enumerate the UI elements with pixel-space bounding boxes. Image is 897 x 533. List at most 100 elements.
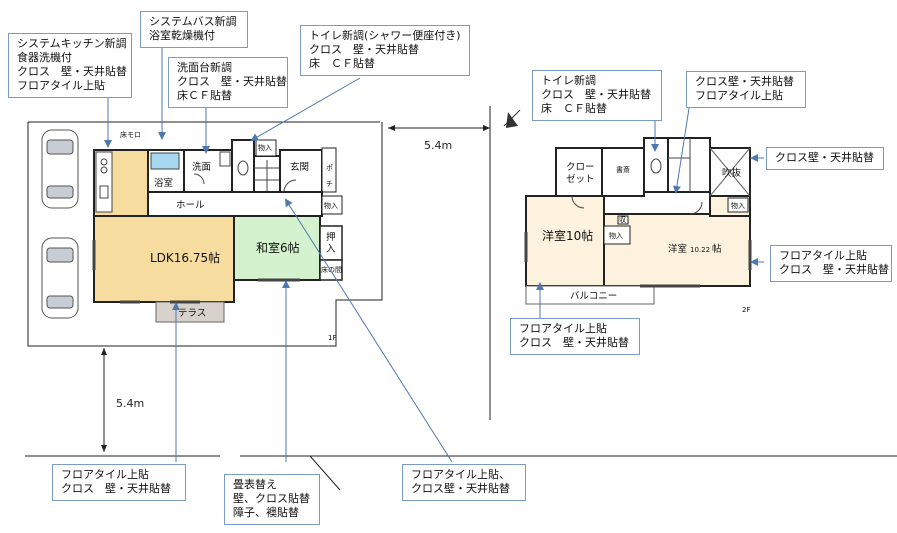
western2-label-a: 洋室: [668, 243, 687, 255]
callout-line: クロス 壁・天井貼替: [541, 88, 651, 101]
svg-text:5.4m: 5.4m: [116, 397, 144, 410]
closet-label-2: ゼット: [566, 173, 595, 185]
washitsu-floor: [233, 215, 321, 281]
balcony-label: バルコニー: [570, 291, 617, 302]
callout-western1: フロアタイル上貼 クロス 壁・天井貼替: [510, 318, 640, 355]
callout-line: トイレ新調(シャワー便座付き): [309, 29, 461, 42]
callout-hall-2f: クロス壁・天井貼替 フロアタイル上貼: [686, 71, 806, 108]
callout-bath: システムバス新調 浴室乾燥機付: [140, 11, 248, 48]
hall: [147, 191, 323, 217]
callout-hall-1f: フロアタイル上貼、 クロス壁・天井貼替: [402, 464, 526, 501]
callout-line: フロアタイル上貼: [779, 249, 867, 262]
callout-line: クロス壁・天井貼替: [775, 151, 874, 164]
bath-label: 浴室: [154, 177, 173, 189]
callout-kitchen: システムキッチン新調 食器洗機付 クロス 壁・天井貼替 フロアタイル上貼: [8, 33, 132, 98]
callout-line: システムバス新調: [149, 15, 237, 28]
entrance-label: 玄関: [290, 161, 309, 173]
callout-line: クロス 壁・天井貼替: [61, 482, 171, 495]
western1-label: 洋室10帖: [542, 228, 593, 243]
floor-label-1f: 1F: [328, 334, 336, 342]
callout-line: フロアタイル上貼: [61, 468, 149, 481]
callout-washroom: 洗面台新調 クロス 壁・天井貼替 床ＣＦ貼替: [168, 57, 288, 108]
callout-line: 床ＣＦ貼替: [177, 89, 232, 102]
callout-line: フロアタイル上貼: [519, 322, 607, 335]
storage-2f-a-label: 物入: [609, 231, 623, 240]
callout-toilet-1f: トイレ新調(シャワー便座付き) クロス 壁・天井貼替 床 ＣＦ貼替: [300, 25, 470, 76]
callout-line: クロス 壁・天井貼替: [519, 336, 629, 349]
callout-washitsu: 畳表替え 壁、クロス貼替 障子、襖貼替: [224, 474, 320, 525]
callout-line: フロアタイル上貼: [695, 89, 783, 102]
porch-label-1: ポ: [326, 164, 333, 172]
western2-label-c: 帖: [712, 243, 722, 255]
toilet-room-2f: [643, 137, 669, 193]
oshiire-label-1: 押: [326, 231, 336, 243]
svg-text:5.4m: 5.4m: [424, 139, 452, 152]
washitsu-label: 和室6帖: [256, 240, 300, 255]
callout-line: トイレ新調: [541, 74, 596, 87]
callout-line: フロアタイル上貼: [17, 79, 105, 92]
western1-floor: [525, 195, 605, 287]
callout-line: 洗面台新調: [177, 61, 232, 74]
porch: [321, 147, 337, 193]
porch-label-2: チ: [326, 180, 333, 188]
storage-b-label: 物入: [258, 143, 272, 152]
dimension-bottom: 5.4m: [101, 348, 144, 452]
callout-line: クロス 壁・天井貼替: [177, 75, 287, 88]
callout-line: クロス壁・天井貼替: [411, 482, 510, 495]
toko-label: 床の間: [321, 265, 342, 274]
storage-2f-a: [603, 225, 631, 245]
callout-line: クロス 壁・天井貼替: [779, 263, 889, 276]
callout-toilet-2f: トイレ新調 クロス 壁・天井貼替 床 ＣＦ貼替: [532, 70, 662, 121]
callout-line: 畳表替え: [233, 478, 277, 491]
callout-line: 床 ＣＦ貼替: [309, 57, 375, 70]
callout-line: クロス壁・天井貼替: [695, 75, 794, 88]
callout-line: クロス 壁・天井貼替: [309, 43, 419, 56]
storage-2f-c: [617, 215, 629, 225]
callout-line: 壁、クロス貼替: [233, 492, 310, 505]
callout-ldk: フロアタイル上貼 クロス 壁・天井貼替: [52, 464, 186, 501]
study-label: 書斎: [616, 165, 630, 174]
closet-label-1: クロー: [566, 162, 595, 173]
toko-no-ma: [319, 259, 343, 281]
callout-line: 浴室乾燥機付: [149, 29, 215, 42]
balcony: [525, 285, 655, 305]
floor-label-2f: 2F: [742, 306, 750, 314]
terrace-label: テラス: [178, 308, 206, 319]
storage-1f-a: [321, 195, 343, 215]
fukinuke-label: 吹抜: [722, 167, 742, 179]
storage-2f-b-label: 物入: [731, 201, 745, 210]
callout-line: 食器洗機付: [17, 51, 72, 64]
room-labels-2f: クロー ゼット 書斎 吹抜 洋室10帖 洋室 10.22 帖 物入 物入 収 バ…: [542, 162, 750, 314]
bath-tub: [150, 152, 180, 170]
western2-label-b: 10.22: [690, 246, 710, 254]
storage-2f-c-label: 収: [619, 216, 626, 224]
parking-car-bottom: [41, 237, 79, 319]
callout-line: フロアタイル上貼、: [411, 468, 510, 481]
storage-a-label: 物入: [324, 201, 338, 210]
leader-lines: [104, 46, 764, 463]
cupboard-label: 床モロ: [120, 130, 141, 139]
hall-label: ホール: [176, 200, 205, 211]
site-outline-1f: [25, 121, 897, 491]
toilet-room-1f: [231, 139, 255, 193]
oshiire-label-2: 入: [326, 244, 336, 255]
dimension-right: 5.4m: [388, 125, 490, 152]
stair-2f: [667, 137, 711, 193]
storage-1f-b: [255, 139, 277, 157]
site-outline-2f: [489, 106, 521, 420]
storage-2f-b: [727, 197, 749, 213]
parking-car-top: [41, 129, 79, 209]
callout-line: 障子、襖貼替: [233, 506, 299, 519]
callout-western2: フロアタイル上貼 クロス 壁・天井貼替: [770, 245, 892, 282]
callout-fukinuke: クロス壁・天井貼替: [766, 147, 884, 170]
ldk-label: LDK16.75帖: [150, 250, 220, 265]
washroom-label: 洗面: [192, 161, 211, 173]
callout-line: クロス 壁・天井貼替: [17, 65, 127, 78]
closet-2f: [555, 147, 603, 197]
entrance: [279, 149, 323, 193]
floor-2f: [524, 137, 752, 305]
callout-line: 床 ＣＦ貼替: [541, 102, 607, 115]
callout-line: システムキッチン新調: [17, 37, 127, 50]
room-labels-1f: LDK16.75帖 和室6帖 浴室 洗面 玄関 ホール テラス 押 入 ポ チ …: [120, 130, 342, 342]
